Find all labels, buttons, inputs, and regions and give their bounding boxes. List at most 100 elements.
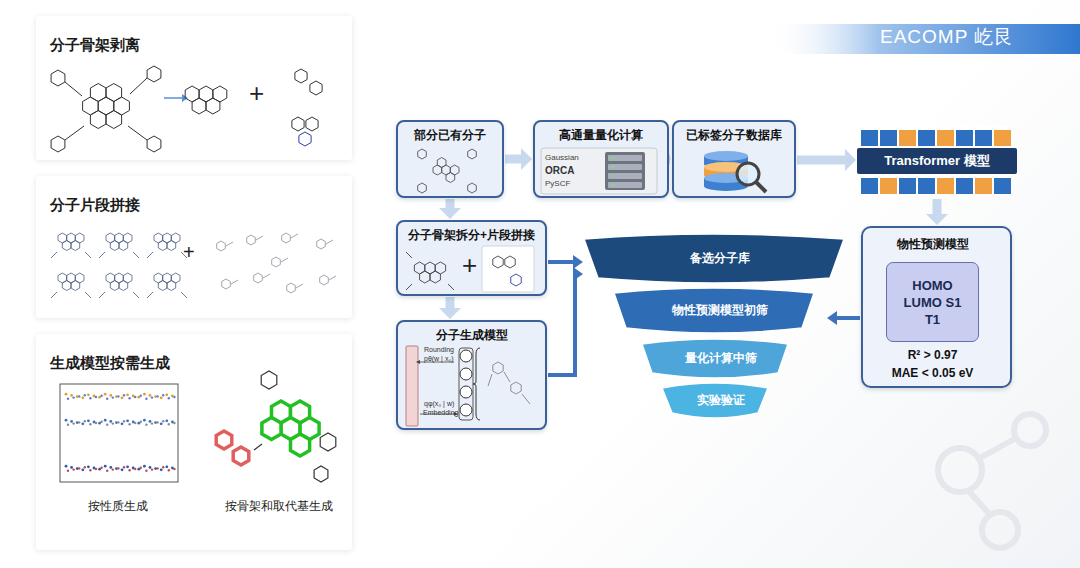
art-circle	[70, 394, 73, 397]
art-circle	[81, 396, 84, 399]
art-polygon	[158, 241, 167, 251]
art-polygon	[71, 281, 80, 291]
art-polygon	[416, 360, 420, 364]
art-circle	[160, 468, 163, 471]
art-ellipse	[704, 151, 748, 161]
arrow-head	[573, 267, 583, 281]
band-label: 物性预测模型初筛	[614, 302, 826, 319]
art-polygon	[430, 271, 440, 283]
arrow-line	[446, 297, 455, 309]
art-circle	[65, 465, 68, 468]
art-path	[473, 348, 480, 420]
art-rect	[994, 174, 1011, 178]
art-line	[99, 252, 105, 258]
art-rect	[994, 174, 1011, 194]
arrow-line	[836, 316, 860, 320]
art-circle	[112, 422, 114, 424]
art-rect	[459, 348, 473, 420]
art-polygon	[287, 283, 296, 293]
art-circle	[134, 422, 136, 424]
art-rect	[608, 173, 642, 179]
art-line	[181, 252, 187, 258]
art-polygon	[310, 81, 322, 95]
band-label: 量化计算中筛	[642, 350, 800, 367]
art-circle	[87, 419, 90, 422]
art-polygon	[291, 434, 310, 456]
art-circle	[140, 421, 142, 423]
art-line	[406, 252, 412, 258]
art-circle	[104, 465, 107, 468]
art-line	[164, 97, 182, 99]
art-line	[147, 292, 153, 298]
art-rect	[956, 126, 973, 130]
art-rect	[937, 174, 954, 178]
art-polygon	[493, 256, 503, 268]
art-circle	[143, 393, 146, 396]
art-circle	[162, 420, 164, 422]
art-polygon	[420, 271, 430, 283]
art-rect	[861, 174, 878, 194]
art-polygon	[468, 149, 477, 159]
art-polygon	[446, 173, 455, 183]
art-rect	[899, 126, 916, 146]
art-polygon	[106, 111, 122, 129]
box-title: 已标签分子数据库	[674, 127, 794, 144]
art-rect	[880, 126, 897, 130]
art-line	[65, 82, 82, 96]
art-circle	[106, 424, 108, 426]
art-line	[326, 240, 333, 244]
art-rect	[956, 126, 973, 146]
art-rect	[956, 174, 973, 178]
art-rect	[918, 174, 935, 178]
art-circle	[612, 175, 615, 178]
art-line	[65, 126, 84, 140]
art-rect	[861, 174, 878, 178]
art-circle	[67, 424, 69, 426]
art-circle	[140, 467, 142, 469]
art-polygon	[505, 256, 515, 268]
art-circle	[151, 468, 153, 470]
art-line	[522, 394, 530, 404]
flow-arrow	[797, 149, 856, 171]
art-circle	[72, 396, 74, 398]
art-polygon	[167, 281, 176, 291]
caption: 按性质生成	[58, 498, 178, 515]
art-circle	[89, 397, 91, 399]
arrow-head	[845, 149, 856, 171]
box-title: 物性预测模型	[863, 236, 1002, 253]
art-circle	[81, 468, 84, 471]
art-circle	[151, 396, 153, 398]
art-line	[329, 276, 336, 280]
art-line	[133, 292, 139, 298]
art-polygon	[90, 111, 106, 129]
art-polygon	[418, 149, 427, 159]
art-polygon	[306, 117, 318, 131]
art-circle	[126, 419, 129, 422]
art-circle	[104, 419, 107, 422]
art-line	[756, 182, 766, 192]
process-box: 部分已有分子	[396, 120, 504, 198]
process-box: 物性预测模型R² > 0.97MAE < 0.05 eVHOMO LUMO S1…	[861, 226, 1012, 388]
art-rect	[975, 126, 992, 130]
art-line	[420, 362, 454, 363]
art-rect	[406, 346, 418, 426]
art-polygon	[493, 362, 503, 374]
art-circle	[173, 396, 175, 398]
panel-title: 生成模型按需生成	[50, 354, 170, 373]
header-bar	[770, 24, 1080, 54]
art-polygon	[217, 241, 226, 251]
art-circle	[737, 163, 759, 185]
arrow-head	[827, 311, 837, 325]
art-circle	[78, 467, 80, 469]
art-circle	[84, 466, 86, 468]
watermark-molecule	[938, 414, 1046, 548]
art-polygon	[119, 281, 128, 291]
art-circle	[84, 420, 86, 422]
art-circle	[123, 394, 125, 396]
art-circle	[109, 394, 112, 397]
art-circle	[151, 422, 153, 424]
art-line	[130, 78, 147, 94]
art-polygon	[314, 466, 328, 482]
art-circle	[78, 395, 80, 397]
